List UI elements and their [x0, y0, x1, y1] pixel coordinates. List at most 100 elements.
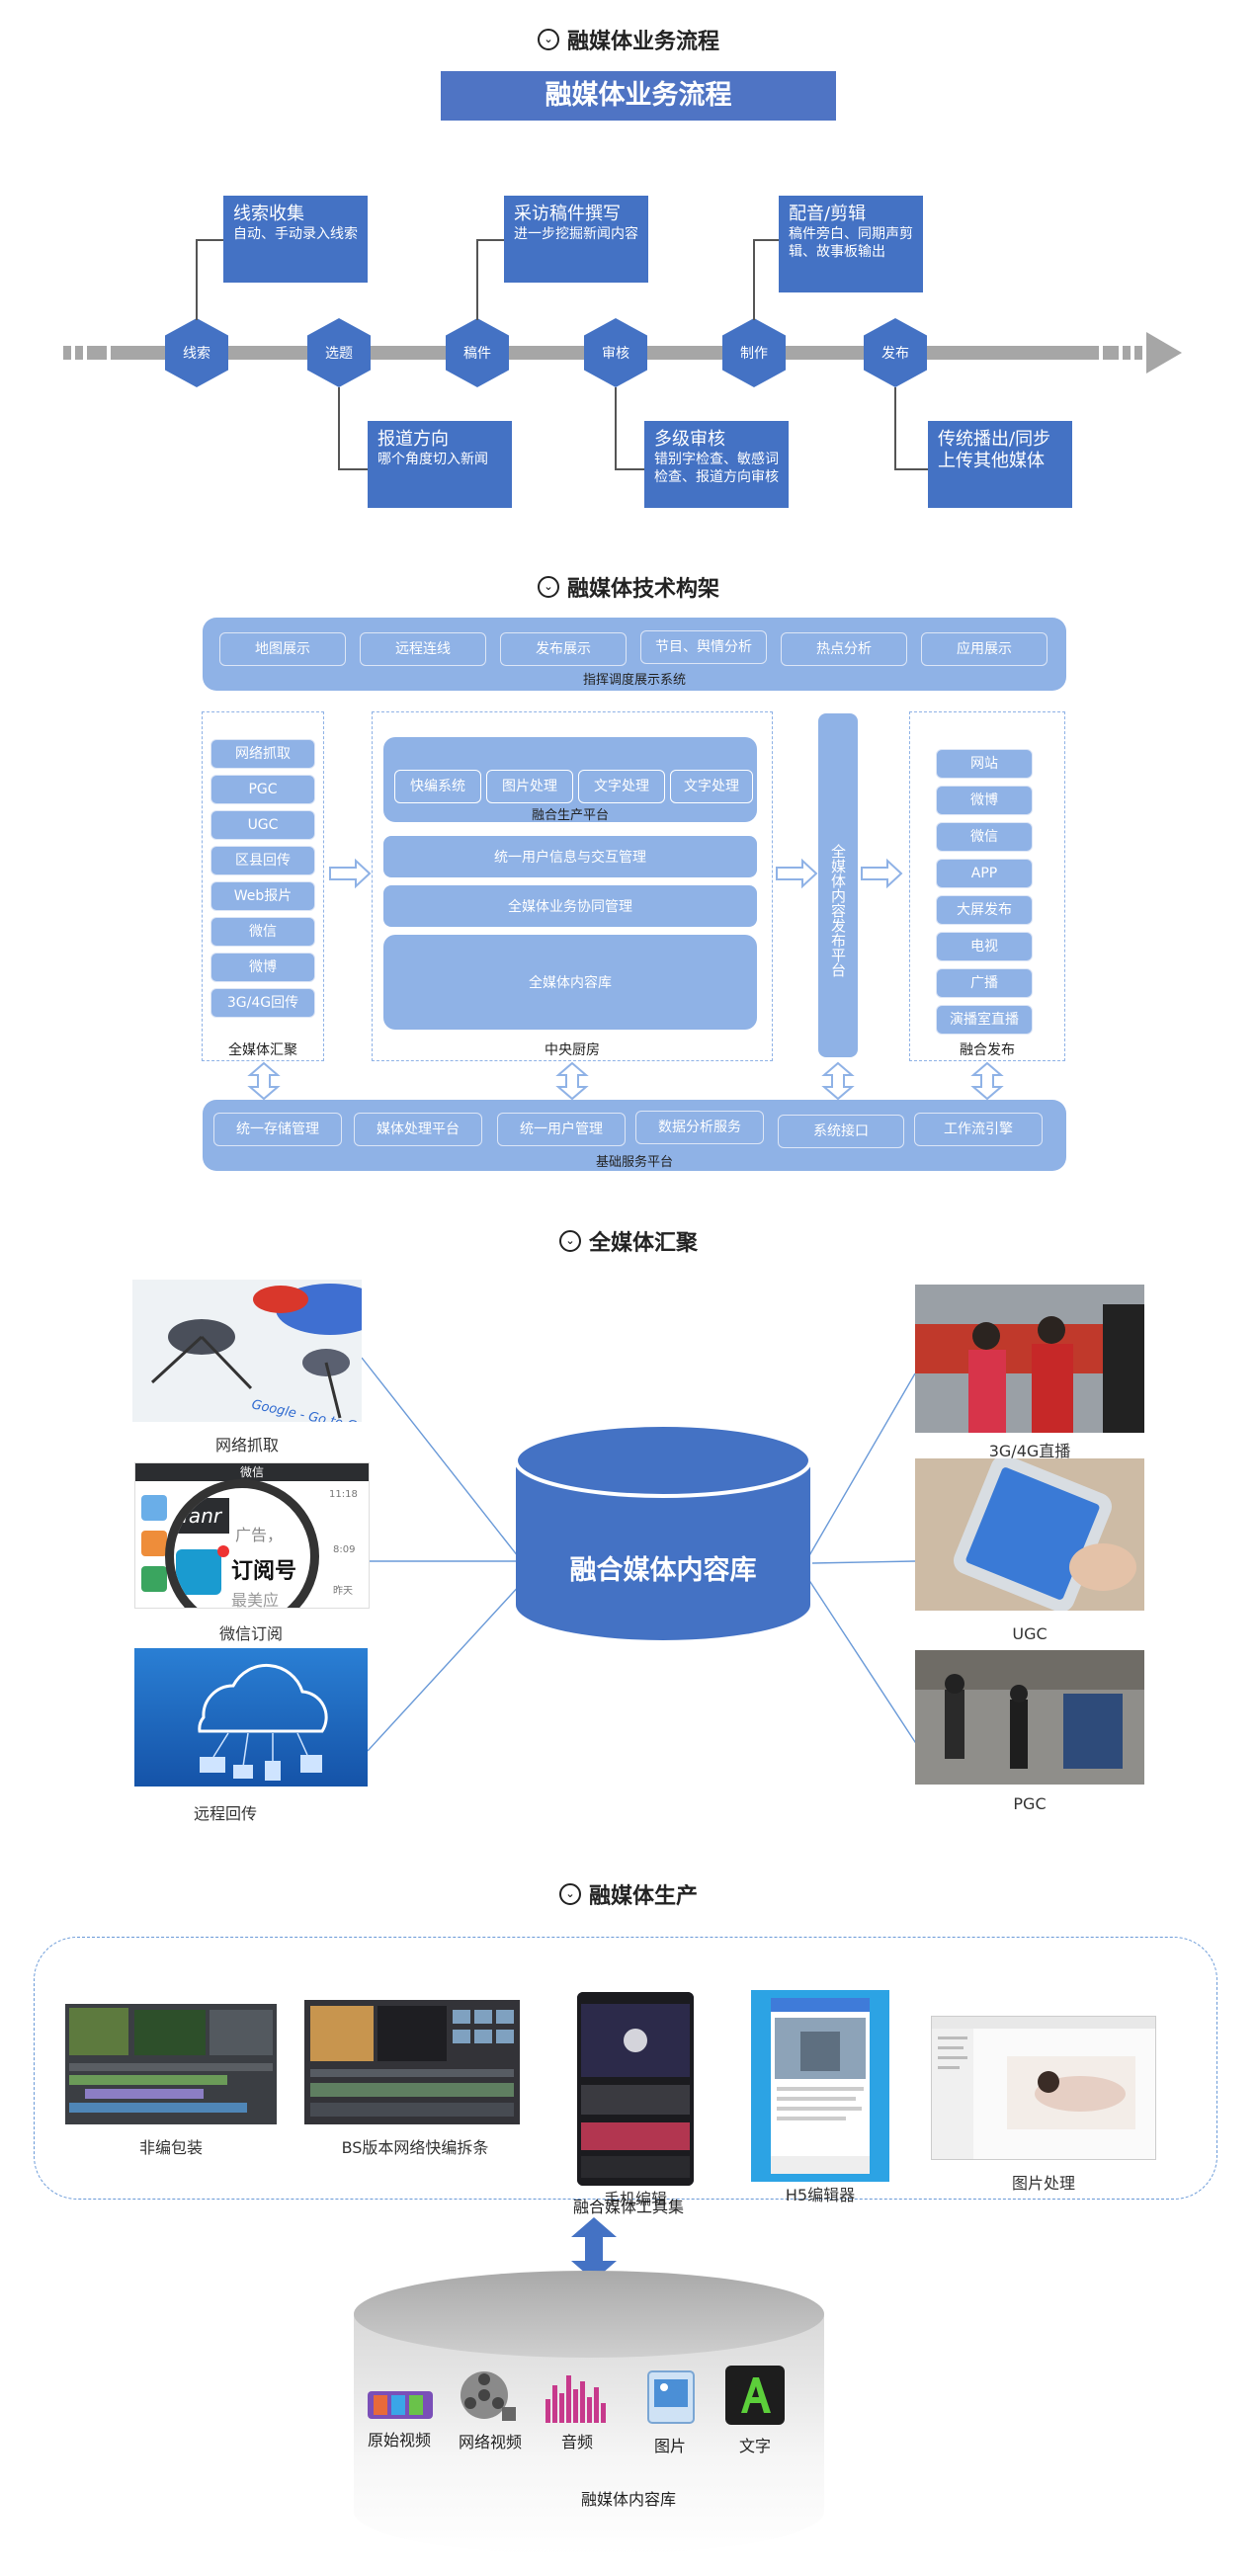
- tool-item: 文字处理: [578, 770, 665, 803]
- web-video-icon: [457, 2368, 520, 2425]
- raw-video-icon: [364, 2383, 437, 2427]
- section-heading-production: ⌄融媒体生产: [0, 1878, 1257, 1910]
- ugc-image: [915, 1458, 1144, 1611]
- note-box: 配音/剪辑 稿件旁白、同期声剪辑、故事板输出: [779, 196, 923, 292]
- note-desc: 自动、手动录入线索: [233, 226, 358, 242]
- wechat-subscription-image: 微信 11:18 8:09 昨天 fanr 广告， 订阅号 最美应: [134, 1462, 370, 1609]
- mobile-editor-screenshot: [577, 1992, 694, 2186]
- section-heading-arch: ⌄融媒体技术构架: [0, 571, 1257, 603]
- base-item: 系统接口: [778, 1115, 904, 1148]
- updown-arrow-icon: [247, 1061, 281, 1101]
- tool-caption: 非编包装: [138, 2138, 203, 2157]
- base-item: 统一存储管理: [213, 1113, 342, 1146]
- tool-item: 文字处理: [670, 770, 753, 803]
- image-editor-screenshot: [931, 2016, 1156, 2160]
- wechat-topbar: 微信: [135, 1463, 369, 1481]
- updown-arrow-icon: [821, 1061, 855, 1101]
- h5-editor-screenshot: [751, 1990, 889, 2182]
- channel-item: 大屏发布: [936, 895, 1033, 925]
- text-icon: [723, 2364, 787, 2427]
- ugc-caption: UGC: [1012, 1624, 1048, 1643]
- web-crawl-caption: 网络抓取: [214, 1436, 279, 1454]
- note-desc: 错别字检查、敏感词检查、报道方向审核: [654, 452, 779, 485]
- note-box: 多级审核 错别字检查、敏感词检查、报道方向审核: [644, 421, 789, 508]
- content-store-block: 全媒体内容库: [383, 935, 757, 1030]
- publish-label: 融合发布: [960, 1042, 1015, 1058]
- top-item: 节目、舆情分析: [640, 630, 767, 664]
- wechat-app-icon: [141, 1566, 167, 1592]
- chevron-down-icon: ⌄: [537, 576, 559, 598]
- remote-return-caption: 远程回传: [193, 1804, 257, 1823]
- store-item-label: 文字: [738, 2437, 771, 2455]
- stage-hex: 选题: [307, 318, 371, 387]
- note-desc: 稿件旁白、同期声剪辑、故事板输出: [789, 226, 913, 260]
- bidirectional-arrow-icon: [571, 2217, 617, 2281]
- section-heading-aggregation: ⌄全媒体汇聚: [0, 1225, 1257, 1257]
- subscription-icon: [176, 1549, 221, 1595]
- base-item: 数据分析服务: [635, 1111, 764, 1144]
- audio-icon: [540, 2369, 613, 2425]
- note-title: 多级审核: [654, 429, 725, 450]
- tool-item: 快编系统: [394, 770, 481, 803]
- live-broadcast-caption: 3G/4G直播: [988, 1442, 1071, 1460]
- channel-item: 广播: [936, 968, 1033, 998]
- tool-caption: 手机编辑: [603, 2190, 667, 2208]
- image-icon: [644, 2368, 698, 2427]
- connector: [476, 239, 506, 320]
- note-box: 采访稿件撰写 进一步挖掘新闻内容: [504, 196, 648, 283]
- web-crawl-image: Google - Go to Google: [132, 1280, 362, 1422]
- publish-box: [909, 711, 1065, 1061]
- wechat-ad-text: 广告，: [235, 1526, 284, 1544]
- wechat-sub-text: 最美应: [231, 1591, 280, 1609]
- collab-mgmt-bar: 全媒体业务协同管理: [383, 885, 757, 927]
- stage-hex: 线索: [165, 318, 228, 387]
- wechat-app-icon: [141, 1531, 167, 1556]
- top-item: 热点分析: [781, 632, 907, 666]
- bs-editor-screenshot: [304, 2000, 520, 2124]
- source-item: UGC: [210, 810, 315, 840]
- top-item: 远程连线: [360, 632, 486, 666]
- track-dash: [1103, 346, 1119, 360]
- note-desc: 进一步挖掘新闻内容: [514, 226, 638, 242]
- channel-item: 微信: [936, 822, 1033, 852]
- stage-hex: 审核: [584, 318, 647, 387]
- production-platform-label: 融合生产平台: [531, 808, 609, 823]
- user-mgmt-bar: 统一用户信息与交互管理: [383, 836, 757, 877]
- flow-arrow-icon: [329, 858, 372, 889]
- toolset-container: [34, 1937, 1217, 2200]
- note-desc: 哪个角度切入新闻: [377, 452, 488, 467]
- tool-caption: BS版本网络快编拆条: [341, 2138, 489, 2157]
- top-bar-label: 指挥调度展示系统: [582, 673, 686, 688]
- live-broadcast-image: [915, 1285, 1144, 1433]
- pgc-image: [915, 1650, 1144, 1785]
- note-title: 线索收集: [233, 204, 304, 224]
- section-heading-flow: ⌄融媒体业务流程: [0, 24, 1257, 55]
- store-item-label: 图片: [653, 2437, 686, 2455]
- track-dash: [75, 346, 83, 360]
- channel-item: 网站: [936, 749, 1033, 779]
- track-dash: [87, 346, 107, 360]
- note-box: 传统播出/同步上传其他媒体: [928, 421, 1072, 508]
- updown-arrow-icon: [555, 1061, 589, 1101]
- connector: [753, 239, 781, 320]
- store-item-label: 原始视频: [367, 2431, 431, 2450]
- central-kitchen-label: 中央厨房: [545, 1042, 600, 1058]
- track-dash: [1123, 346, 1131, 360]
- channel-item: 电视: [936, 932, 1033, 961]
- pgc-caption: PGC: [1013, 1794, 1047, 1813]
- stage-hex: 发布: [864, 318, 927, 387]
- note-title: 传统播出/同步上传其他媒体: [938, 429, 1051, 471]
- content-db-cylinder: [514, 1423, 812, 1640]
- connector: [196, 239, 225, 320]
- publish-platform-bar: 全媒体内容发布平台: [818, 713, 858, 1057]
- flow-arrow-icon: [861, 858, 903, 889]
- track-dash: [1134, 346, 1142, 360]
- stage-hex: 稿件: [446, 318, 509, 387]
- connector: [894, 387, 930, 470]
- base-item: 统一用户管理: [497, 1113, 626, 1146]
- source-item: PGC: [210, 775, 315, 804]
- tool-item: 图片处理: [486, 770, 573, 803]
- source-item: 网络抓取: [210, 739, 315, 769]
- content-db-label: 融合媒体内容库: [569, 1555, 757, 1586]
- chevron-down-icon: ⌄: [558, 1883, 581, 1905]
